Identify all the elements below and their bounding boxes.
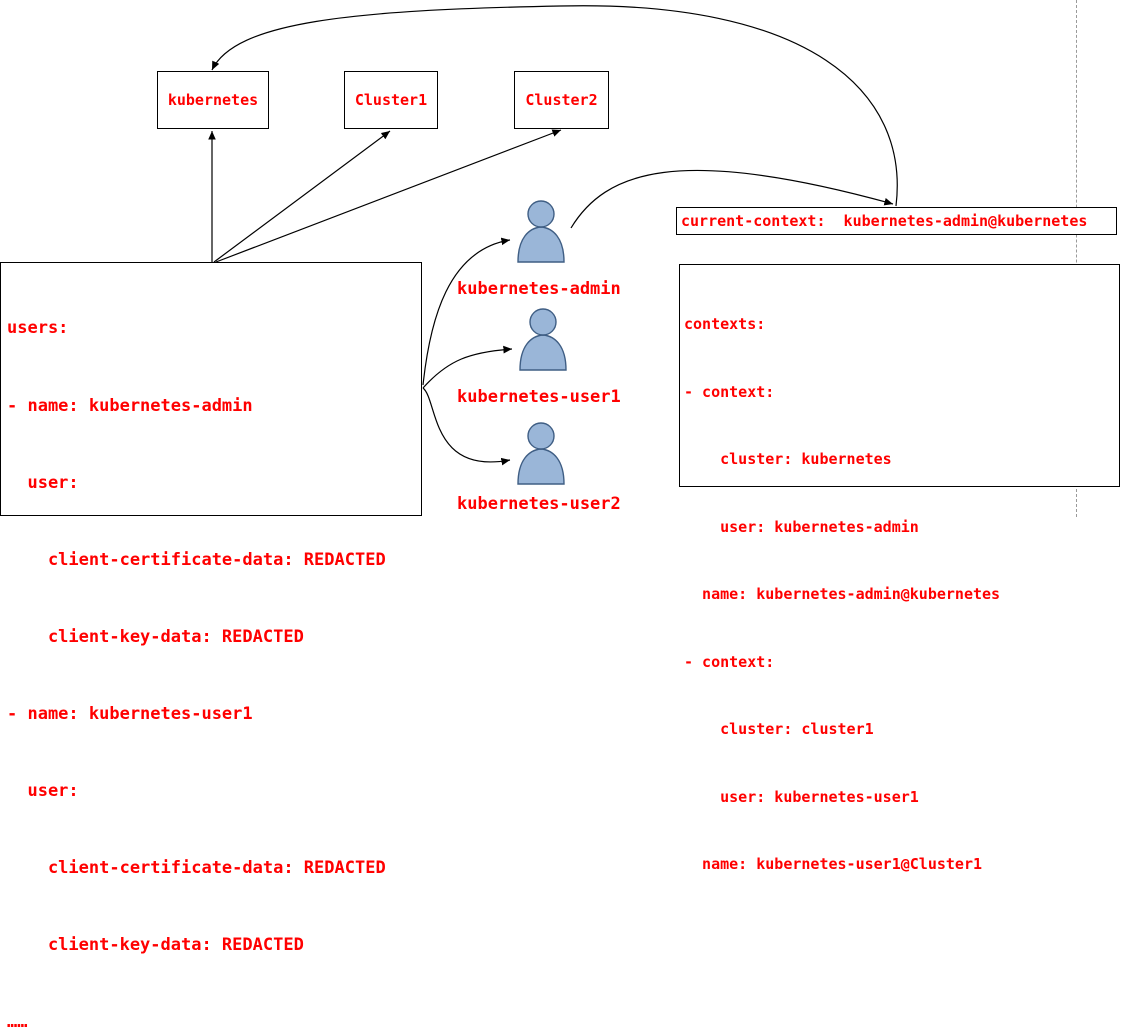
arrow-users-to-cluster1 bbox=[213, 130, 391, 263]
config-line: - context: bbox=[684, 382, 775, 401]
arrow-users-to-user1-figure bbox=[422, 345, 513, 389]
arrow-users-to-cluster2 bbox=[215, 129, 562, 263]
config-line: client-key-data: REDACTED bbox=[7, 935, 304, 956]
cluster-label: kubernetes bbox=[167, 90, 259, 109]
config-line: users: bbox=[7, 318, 69, 339]
person-icon bbox=[517, 448, 565, 485]
person-head bbox=[527, 422, 555, 450]
person-head bbox=[527, 200, 555, 228]
cluster-box-kubernetes: kubernetes bbox=[157, 71, 269, 129]
config-line: user: kubernetes-user1 bbox=[684, 787, 919, 806]
config-line: cluster: cluster1 bbox=[684, 720, 874, 738]
user-label-user2: kubernetes-user2 bbox=[457, 494, 621, 514]
contexts-config-box: contexts: - context: cluster: kubernetes… bbox=[679, 264, 1120, 873]
person-head bbox=[529, 308, 557, 336]
config-line: name: kubernetes-admin@kubernetes bbox=[684, 585, 1001, 603]
config-line: name: kubernetes-user1@Cluster1 bbox=[684, 855, 983, 873]
user-figure-user2 bbox=[517, 422, 565, 485]
config-line: contexts: bbox=[684, 315, 766, 333]
users-config-box: users: - name: kubernetes-admin user: cl… bbox=[0, 262, 422, 1032]
user-figure-user1 bbox=[519, 308, 567, 371]
config-line: client-key-data: REDACTED bbox=[7, 626, 304, 647]
config-line: client-certificate-data: REDACTED bbox=[7, 549, 386, 570]
config-line: user: kubernetes-admin bbox=[684, 517, 919, 536]
person-icon bbox=[519, 334, 567, 371]
config-line: - name: kubernetes-admin bbox=[7, 395, 253, 416]
cluster-box-cluster1: Cluster1 bbox=[344, 71, 438, 129]
dashed-divider bbox=[1076, 0, 1077, 517]
config-line: cluster: kubernetes bbox=[684, 450, 892, 468]
config-line: - context: bbox=[684, 652, 775, 671]
person-icon bbox=[517, 226, 565, 263]
config-line: user: bbox=[7, 781, 79, 802]
cluster-label: Cluster2 bbox=[525, 90, 598, 109]
config-line: - name: kubernetes-user1 bbox=[7, 703, 253, 724]
config-line: …… bbox=[7, 1012, 28, 1033]
user-label-user1: kubernetes-user1 bbox=[457, 387, 621, 407]
user-label-admin: kubernetes-admin bbox=[457, 279, 621, 299]
cluster-box-cluster2: Cluster2 bbox=[514, 71, 609, 129]
cluster-label: Cluster1 bbox=[354, 90, 428, 109]
config-line: user: bbox=[7, 472, 79, 493]
current-context-box: current-context: kubernetes-admin@kubern… bbox=[676, 207, 1117, 235]
config-line: client-certificate-data: REDACTED bbox=[7, 858, 386, 879]
arrow-users-to-admin-figure bbox=[422, 237, 511, 386]
user-figure-admin bbox=[517, 200, 565, 263]
current-context-text: current-context: kubernetes-admin@kubern… bbox=[681, 212, 1088, 230]
